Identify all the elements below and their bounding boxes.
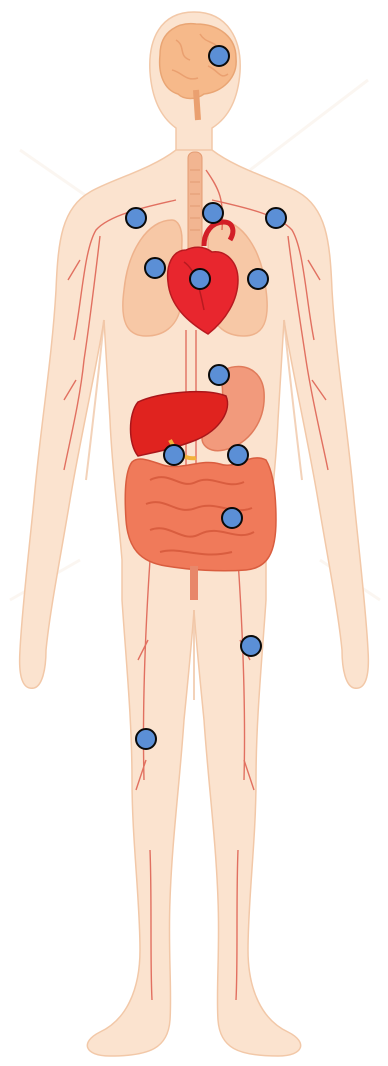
marker-intestine[interactable] [222, 508, 242, 528]
marker-right-shoulder-vessel[interactable] [126, 208, 146, 228]
marker-right-knee[interactable] [136, 729, 156, 749]
marker-stomach[interactable] [228, 445, 248, 465]
marker-esophagus[interactable] [209, 365, 229, 385]
marker-left-thigh[interactable] [241, 636, 261, 656]
marker-heart[interactable] [190, 269, 210, 289]
marker-left-lung[interactable] [248, 269, 268, 289]
marker-liver[interactable] [164, 445, 184, 465]
marker-left-shoulder-vessel[interactable] [266, 208, 286, 228]
marker-trachea[interactable] [203, 203, 223, 223]
marker-right-lung[interactable] [145, 258, 165, 278]
marker-brain[interactable] [209, 46, 229, 66]
